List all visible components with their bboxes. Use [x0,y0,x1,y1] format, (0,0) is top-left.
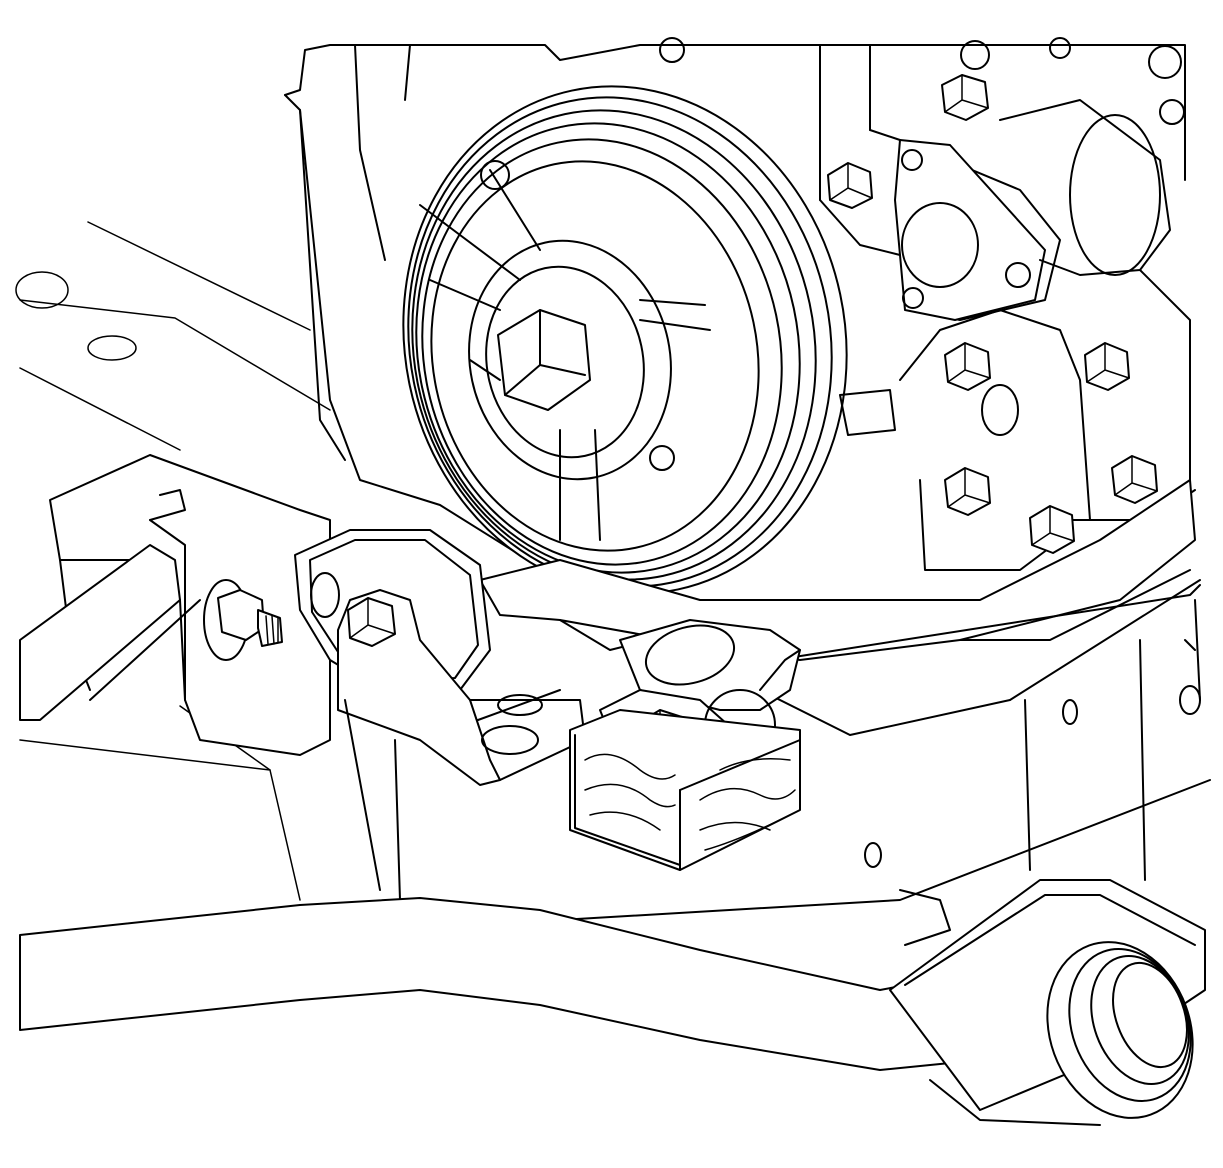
mount-bolt-left [347,597,396,647]
subframe [344,639,1211,921]
cover-bolts [827,74,1158,554]
ac-compressor-bracket [479,479,1201,736]
bolt-1 [941,74,989,121]
crankshaft-pulley [402,85,848,595]
bolt-5 [944,467,991,516]
stabilizer-bar-bushing [889,879,1206,1126]
bolt-6 [1111,455,1158,504]
bolt-3 [944,342,991,391]
crankshaft-bolt [497,309,591,411]
wood-block-support [569,709,801,871]
engine-front-cover [284,37,1186,601]
body-frame [15,221,331,901]
engine-mount-bracket [294,529,586,786]
oil-pump-housing [819,99,1201,701]
mount-stud-nut [217,589,283,647]
front-crossmember [19,454,331,756]
bolt-7 [1029,505,1075,554]
bolt-2 [827,162,873,209]
bolt-4 [1084,342,1130,391]
